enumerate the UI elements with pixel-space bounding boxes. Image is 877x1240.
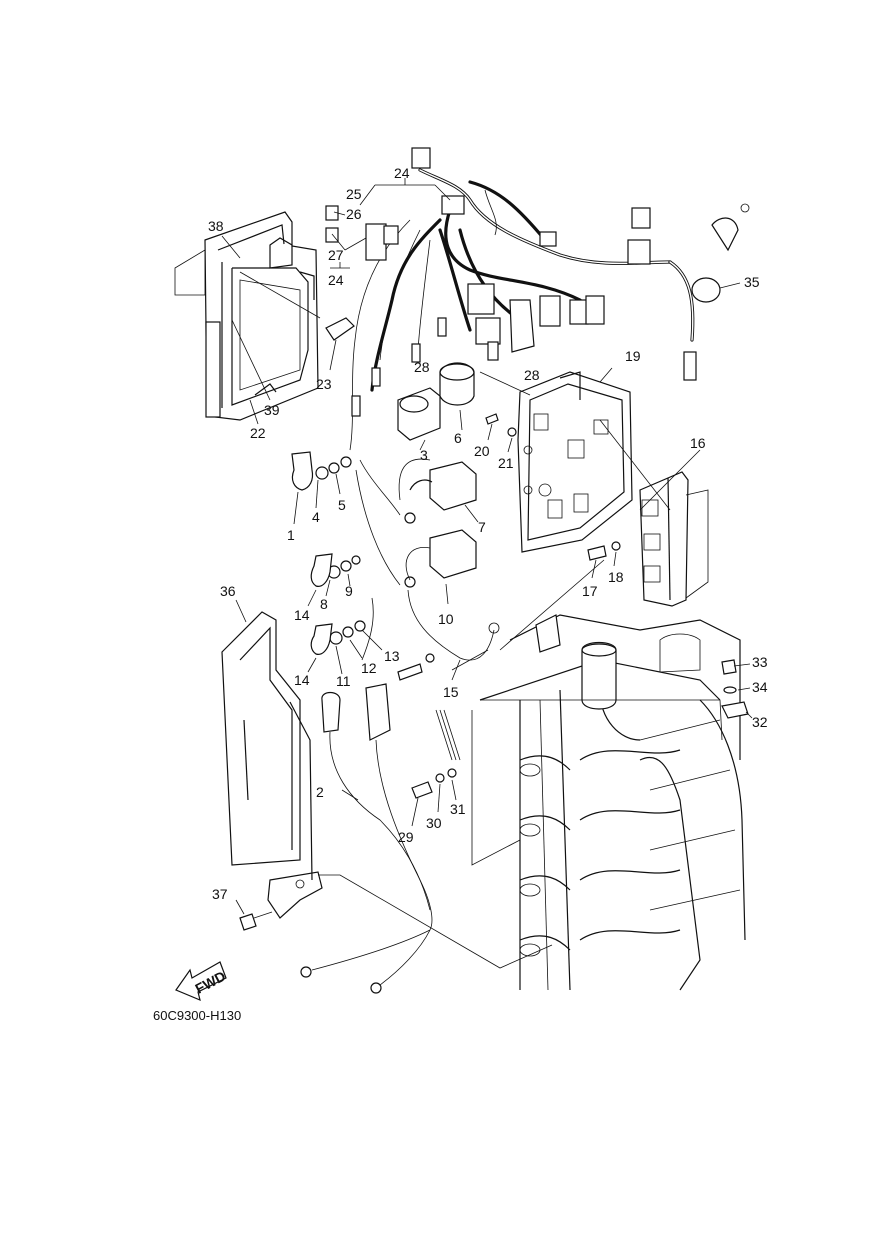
callout-17: 17: [582, 583, 598, 599]
callout-24b: 24: [328, 272, 344, 288]
callout-9: 9: [345, 583, 353, 599]
callout-23: 23: [316, 376, 332, 392]
callout-38: 38: [208, 218, 224, 234]
callout-26: 26: [346, 206, 362, 222]
cap-6: [439, 362, 475, 431]
callout-13: 13: [384, 648, 400, 664]
callout-22: 22: [250, 425, 266, 441]
harness-clamp: [691, 277, 741, 303]
callout-39: 39: [264, 402, 280, 418]
callout-31: 31: [450, 801, 466, 817]
callout-4: 4: [312, 509, 320, 525]
callout-37: 37: [212, 886, 228, 902]
callout-3: 3: [420, 447, 428, 463]
callout-35: 35: [744, 274, 760, 290]
callout-19: 19: [625, 348, 641, 364]
callout-11: 11: [336, 673, 351, 689]
callout-labels: 1 2 3 4 5 6 7 8 9 10 11 12 13 14 14 15 1…: [208, 165, 768, 902]
callout-14a: 14: [294, 607, 310, 623]
callout-7: 7: [478, 519, 486, 535]
harness-clip: [325, 317, 355, 371]
callout-10: 10: [438, 611, 454, 627]
diagram-code: 60C9300-H130: [153, 1008, 242, 1023]
battery-cable: [300, 683, 433, 994]
callout-20: 20: [474, 443, 490, 459]
fwd-arrow-icon: FWD: [175, 961, 228, 1002]
bolt-17: [587, 541, 621, 579]
relay-7: [398, 458, 479, 523]
screw-20: [485, 413, 517, 453]
callout-12: 12: [361, 660, 377, 676]
callout-24a: 24: [394, 165, 410, 181]
callout-2: 2: [316, 784, 324, 800]
callout-1: 1: [287, 527, 295, 543]
callout-15: 15: [443, 684, 459, 700]
callout-27: 27: [328, 247, 344, 263]
starter-relay: [397, 387, 441, 451]
callout-21: 21: [498, 455, 514, 471]
bolt-37: [235, 899, 273, 931]
callout-28a: 28: [414, 359, 430, 375]
callout-33: 33: [752, 654, 768, 670]
callout-8: 8: [320, 596, 328, 612]
callout-14b: 14: [294, 672, 310, 688]
wire-harness: [325, 147, 750, 451]
bracket-16: [639, 471, 709, 607]
callout-36: 36: [220, 583, 236, 599]
electrical-cover-plate: [174, 211, 321, 421]
terminal-boots: [291, 451, 333, 655]
callout-29: 29: [398, 829, 414, 845]
callout-5: 5: [338, 497, 346, 513]
relay-10: [405, 529, 477, 605]
callout-34: 34: [752, 679, 768, 695]
electrical-mounting-plate: [517, 371, 633, 553]
engine-block: [479, 614, 746, 991]
callout-25: 25: [346, 186, 362, 202]
nut-washer-set: [315, 456, 435, 681]
callout-30: 30: [426, 815, 442, 831]
callout-6: 6: [454, 430, 462, 446]
callout-18: 18: [608, 569, 624, 585]
electrical-bracket-36: [221, 611, 323, 919]
callout-28b: 28: [524, 367, 540, 383]
callout-32: 32: [752, 714, 768, 730]
callout-16: 16: [690, 435, 706, 451]
